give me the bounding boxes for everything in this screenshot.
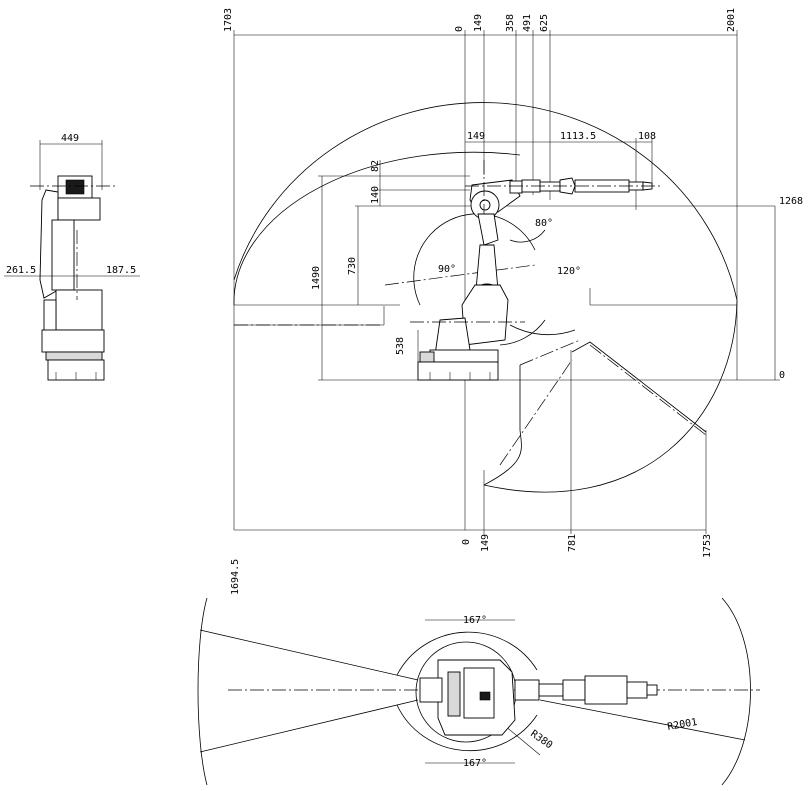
tool-dim: 108 — [638, 131, 656, 142]
top-dim-625: 625 — [539, 14, 550, 32]
bottom-dim-1753: 1753 — [702, 534, 713, 558]
dim-1268: 1268 — [779, 196, 803, 207]
top-dim-149: 149 — [473, 14, 484, 32]
bottom-angle-167: 167° — [463, 758, 487, 769]
bottom-dim-0: 0 — [461, 539, 472, 545]
side-right-dim: 187.5 — [106, 265, 136, 276]
top-dim-2001: 2001 — [726, 8, 737, 32]
robot-top — [419, 659, 658, 736]
side-width-dim: 449 — [61, 133, 79, 144]
dim-140: 140 — [370, 186, 381, 204]
arm-offset-dim: 149 — [467, 131, 485, 142]
dim-right-0: 0 — [779, 370, 785, 381]
front-view: 1703 0 149 358 491 625 2001 1694.5 0 149… — [223, 8, 803, 595]
bottom-dim-149: 149 — [480, 534, 491, 552]
side-left-dim: 261.5 — [6, 265, 36, 276]
angle-90: 90° — [438, 264, 456, 275]
arm-length-dim: 1113.5 — [560, 131, 596, 142]
dim-1490: 1490 — [311, 266, 322, 290]
bottom-dim-1694: 1694.5 — [230, 559, 241, 595]
dim-538: 538 — [395, 337, 406, 355]
dim-730: 730 — [347, 257, 358, 275]
top-angle-167: 167° — [463, 615, 487, 626]
angle-80: 80° — [535, 218, 553, 229]
robot-arm-front — [410, 160, 660, 381]
side-view: 449 261.5 187.5 — [4, 133, 140, 381]
radius-r380: R380 — [528, 728, 554, 751]
dim-82: 82 — [370, 160, 381, 172]
top-dim-1703: 1703 — [223, 8, 234, 32]
top-dim-358: 358 — [505, 14, 516, 32]
top-view: 167° 167° R380 R2001 — [197, 597, 760, 786]
bottom-dim-781: 781 — [567, 534, 578, 552]
top-dim-491: 491 — [522, 14, 533, 32]
top-dim-0: 0 — [454, 26, 465, 32]
angle-120: 120° — [557, 266, 581, 277]
radius-r2001: R2001 — [667, 717, 699, 733]
